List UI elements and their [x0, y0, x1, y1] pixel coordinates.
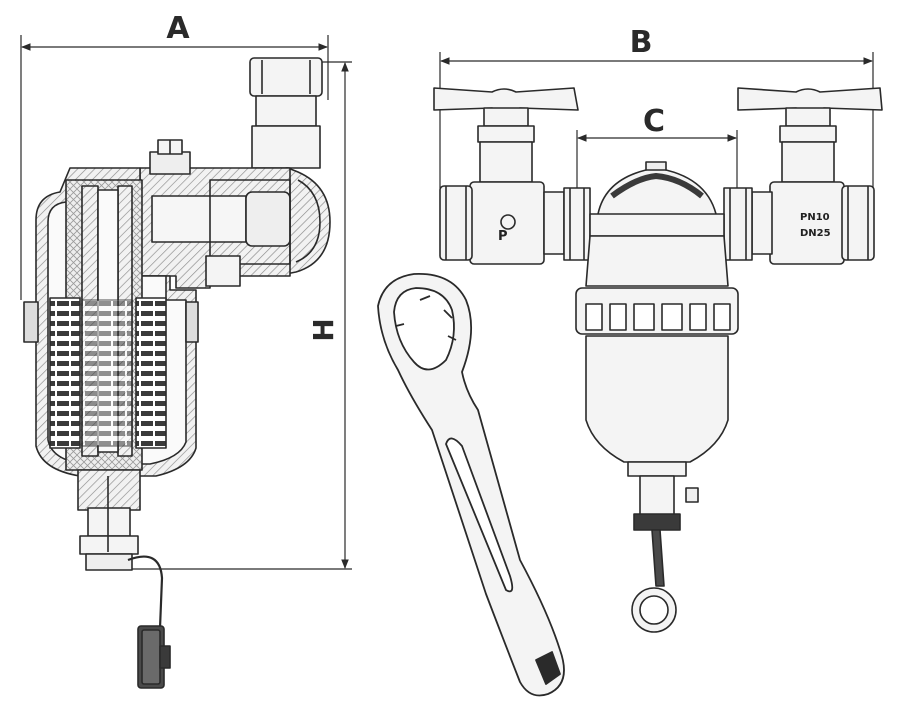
- service-wrench: [377, 273, 565, 697]
- drain-cap-strap: [127, 555, 164, 629]
- filter-bowl-upper: [585, 235, 729, 287]
- valve-letter-mark: P: [498, 229, 508, 244]
- top-union-nut: [249, 57, 323, 169]
- filter-assembly-front: P PN10 DN25: [433, 87, 883, 633]
- valve-pressure-mark: PN10: [800, 212, 830, 223]
- drain-valve-body: [639, 475, 675, 517]
- dimension-a-label: A: [166, 11, 190, 46]
- dimension-h-label: H: [307, 318, 340, 341]
- dimension-a: [20, 35, 329, 300]
- left-ball-valve: P: [433, 87, 579, 265]
- valve-diameter-mark: DN25: [800, 228, 831, 239]
- inlet-elbow: [285, 167, 331, 275]
- drain-body: [77, 469, 141, 511]
- dimension-b: [439, 52, 874, 190]
- right-ball-valve: PN10 DN25: [737, 87, 883, 265]
- dimension-c: [576, 130, 738, 190]
- dimension-b-label: B: [630, 25, 653, 60]
- filter-section-view: [23, 57, 331, 689]
- dimension-c-label: C: [643, 104, 665, 139]
- filter-bowl-lower: [585, 335, 729, 463]
